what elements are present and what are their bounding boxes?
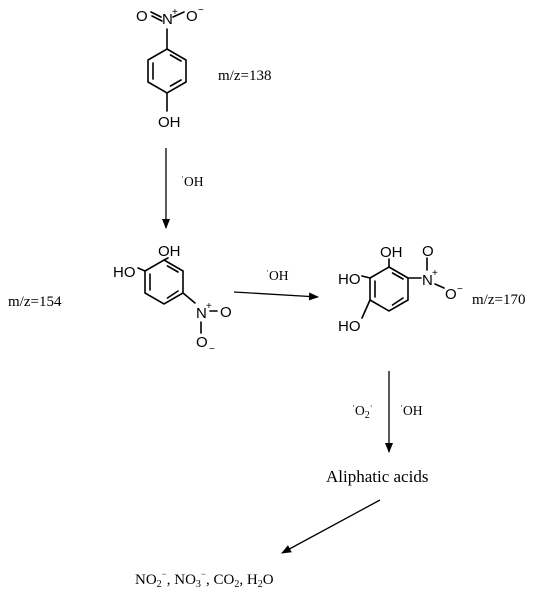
benzene-ring [369,266,409,312]
nitro-minus-charge: − [209,344,215,355]
arrow-step-4 [281,499,381,554]
water-subscript: 2 [258,579,263,590]
nitro-minus-charge: − [457,284,463,295]
nitro-oxygen-bottom: O [196,334,208,351]
benzene-ring [147,48,187,94]
nitro-minus-charge: − [198,5,204,16]
molecule-nitropyrogallol: OH HO HO N + O O − m/z=170 [338,243,525,335]
radical-dot-2: · [400,401,403,411]
radical-dot: · [181,172,184,182]
nitrite-subscript: 2 [157,579,162,590]
reagent-superoxide: O2· [355,401,373,421]
arrow-step-3: · O2· · OH [352,371,423,453]
nitro-oxygen-left: O [136,8,148,25]
n-o-double-bond [150,11,162,18]
n-o-double-bond-2 [151,15,163,22]
molecule-4-nitrocatechol: OH HO N + O O − m/z=154 [8,243,232,355]
radical-dot: · [266,266,269,276]
arrow-step-2: · OH [233,266,319,301]
superoxide-superscript: · [370,401,373,411]
co2-subscript: 2 [234,579,239,590]
c-oh-bond-left-2 [361,299,371,319]
nitrate-subscript: 3 [196,579,201,590]
aliphatic-acids-label: Aliphatic acids [326,467,428,486]
water-h: H [247,572,258,588]
mz-label-170: m/z=170 [472,292,525,308]
separator: , [206,572,214,588]
hydroxyl-left-2: HO [338,318,361,335]
nitrate-charge: − [201,569,206,579]
reagent-oh-radical: OH [184,174,204,189]
n-o-single-bond [172,11,185,18]
final-products: NO2−, NO3−, CO2, H2O [135,569,274,590]
nitro-oxygen-right: O [220,304,232,321]
nitro-oxygen-right: O [186,8,198,25]
hydroxyl-left-1: HO [338,271,361,288]
nitro-nitrogen: N [422,272,433,289]
hydroxyl-group: OH [158,114,181,131]
c-oh-bond-left [137,267,146,272]
reagent-oh-radical: OH [403,403,423,418]
separator: , [239,572,247,588]
nitrate-symbol: NO [174,572,196,588]
superoxide-symbol: O [355,403,365,418]
hydroxyl-top: OH [380,244,403,261]
nitrite-charge: − [162,569,167,579]
c-oh-bond-top [163,257,169,261]
n-o-bond-right [434,283,445,289]
nitro-nitrogen: N [196,305,207,322]
nitro-oxygen-right: O [445,286,457,303]
radical-dot-1: · [352,401,355,411]
nitro-oxygen-top: O [422,243,434,260]
mz-label-138: m/z=138 [218,68,271,84]
nitrite-symbol: NO [135,572,157,588]
nitro-plus-charge: + [206,301,212,312]
co2-symbol: CO [214,572,235,588]
benzene-ring [144,259,184,305]
nitro-plus-charge: + [172,7,178,18]
nitro-plus-charge: + [432,268,438,279]
water-o: O [263,572,274,588]
mz-label-154: m/z=154 [8,294,62,310]
c-n-bond [182,292,196,304]
reagent-oh-radical: OH [269,268,289,283]
separator: , [167,572,175,588]
c-oh-bond-left-1 [361,275,371,279]
arrow-step-1: · OH [162,148,204,229]
nitro-nitrogen: N [162,11,173,28]
hydroxyl-left: HO [113,264,136,281]
hydroxyl-top: OH [158,243,181,260]
superoxide-subscript: 2 [365,410,370,421]
molecule-4-nitrophenol: O N + O − OH m/z=138 [136,5,271,131]
